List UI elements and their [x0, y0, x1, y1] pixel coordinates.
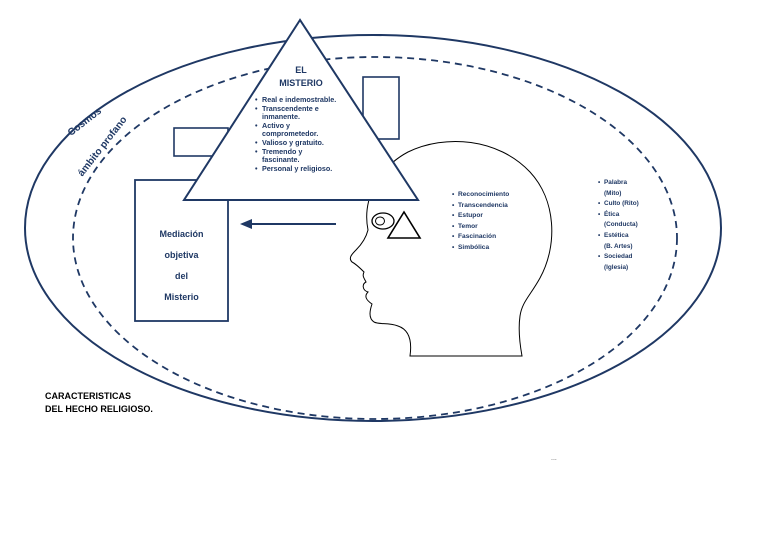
response-item: Estupor: [452, 211, 532, 222]
mediacion-box: [134, 179, 229, 322]
attr-item: Activo y: [255, 121, 365, 131]
expression-item: Ética: [598, 210, 668, 221]
caption-line2: DEL HECHO RELIGIOSO.: [45, 404, 153, 414]
head-responses-list: Reconocimiento Transcendencia Estupor Te…: [452, 190, 532, 254]
mediacion-line: Mediación: [159, 229, 204, 239]
expression-item-cont: (Mito): [604, 189, 622, 197]
mediacion-text: Mediación objetiva del Misterio: [136, 224, 227, 308]
response-item: Fascinación: [452, 232, 532, 243]
arrow-head-icon: [240, 219, 252, 229]
attr-item: Transcendente e: [255, 104, 365, 114]
expression-item: Sociedad: [598, 252, 668, 263]
misterio-title-line2: MISTERIO: [279, 78, 323, 88]
expression-item: Estética: [598, 231, 668, 242]
mediacion-line: del: [174, 271, 188, 281]
response-item: Reconocimiento: [452, 190, 532, 201]
mediacion-line: objetiva: [164, 250, 199, 260]
expressions-list: Palabra (Mito) Culto (Rito) Ética (Condu…: [598, 178, 668, 273]
attr-item: Personal y religioso.: [255, 164, 365, 174]
response-item: Temor: [452, 222, 532, 233]
attr-item-cont: fascinante.: [262, 155, 300, 165]
expression-item: Palabra: [598, 178, 668, 189]
misterio-title-line1: EL: [295, 65, 307, 75]
attr-item-cont: comprometedor.: [262, 129, 319, 139]
pupil-icon: [375, 216, 385, 226]
misterio-title: EL MISTERIO: [270, 64, 332, 90]
response-item: Simbólica: [452, 243, 532, 254]
expression-item-cont: (Conducta): [604, 221, 638, 229]
right-small-box: [362, 76, 400, 140]
cosmos-ellipse: [24, 34, 722, 422]
footer-mark: ...: [551, 455, 557, 462]
diagram-caption: CARACTERISTICAS DEL HECHO RELIGIOSO.: [45, 390, 205, 416]
attr-item-cont: inmanente.: [262, 112, 300, 122]
attr-item: Valioso y gratuito.: [255, 138, 365, 148]
expression-item-cont: (Iglesia): [604, 263, 629, 271]
response-item: Transcendencia: [452, 201, 532, 212]
attr-item: Real e indemostrable.: [255, 95, 365, 105]
small-triangle-icon: [386, 210, 422, 239]
profano-ellipse: [72, 56, 678, 420]
caption-line1: CARACTERISTICAS: [45, 391, 132, 401]
expression-item-cont: (B. Artes): [604, 242, 633, 250]
misterio-attributes: Real e indemostrable. Transcendente e in…: [255, 95, 365, 174]
mediacion-line: Misterio: [164, 292, 199, 302]
attr-item: Tremendo y: [255, 147, 365, 157]
expression-item: Culto (Rito): [598, 199, 668, 210]
